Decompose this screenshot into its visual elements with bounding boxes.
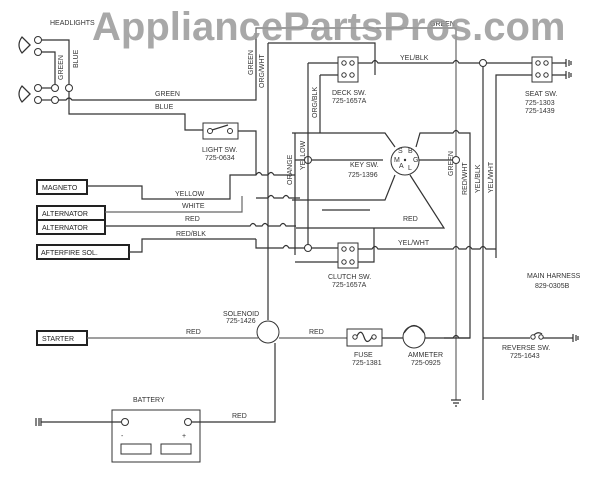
watermark: AppliancePartsPros.com — [92, 5, 566, 49]
wire-blue-headlight — [41, 39, 70, 84]
light-sw-label: LIGHT SW. — [202, 147, 237, 154]
battery-neg: - — [121, 433, 124, 440]
svg-text:G: G — [413, 157, 418, 164]
reverse-switch — [530, 334, 536, 340]
seat-sw-label: SEAT SW. — [525, 91, 557, 98]
headlights-label: HEADLIGHTS — [50, 20, 95, 27]
deck-sw-label: DECK SW. — [332, 90, 366, 97]
clutch-switch — [337, 242, 359, 269]
wire-yel-blk-top — [358, 59, 480, 64]
fuse-label: FUSE — [354, 352, 373, 359]
label-red-sol: RED — [309, 329, 324, 336]
svg-text:MAGNETO: MAGNETO — [42, 185, 78, 192]
ammeter-part: 725-0925 — [411, 360, 441, 367]
seat-switch — [531, 56, 553, 83]
wire-white — [105, 196, 243, 213]
main-harness-part: 829-0305B — [535, 283, 570, 290]
seat-sw-part2: 725-1439 — [525, 108, 555, 115]
battery — [111, 409, 201, 463]
wire-yellow — [87, 171, 295, 200]
svg-text:S: S — [398, 148, 403, 155]
label-blue-h: BLUE — [155, 104, 174, 111]
label-green-top: GREEN — [430, 21, 455, 28]
magneto-box: MAGNETO — [36, 179, 88, 195]
wire-red-batt — [192, 343, 276, 423]
label-green-v: GREEN — [58, 55, 65, 80]
ground-icon — [451, 399, 461, 407]
wire-red-alt — [105, 222, 296, 227]
key-switch: M S B G L A — [390, 146, 420, 176]
key-sw-label: KEY SW. — [350, 162, 379, 169]
svg-text:ALTERNATOR: ALTERNATOR — [42, 211, 88, 218]
label-org-blk: ORG/BLK — [312, 87, 319, 118]
alternator2-box: ALTERNATOR — [36, 219, 106, 235]
key-sw-part: 725-1396 — [348, 172, 378, 179]
clutch-sw-label: CLUTCH SW. — [328, 274, 371, 281]
wire-yel-wht-v — [495, 74, 532, 258]
label-red-starter: RED — [186, 329, 201, 336]
clutch-sw-part: 725-1657A — [332, 282, 367, 289]
reverse-sw-label: REVERSE SW. — [502, 345, 550, 352]
deck-sw-part: 725-1657A — [332, 98, 367, 105]
svg-text:M: M — [394, 157, 400, 164]
ground-icon — [552, 59, 572, 67]
ground-icon — [543, 334, 579, 342]
seat-sw-part1: 725-1303 — [525, 100, 555, 107]
deck-switch — [337, 56, 359, 83]
light-switch — [202, 122, 239, 140]
main-harness-label: MAIN HARNESS — [527, 273, 581, 280]
label-yellow-h: YELLOW — [175, 191, 205, 198]
label-blue-v: BLUE — [73, 49, 80, 68]
label-org-wht: ORG/WHT — [259, 53, 266, 88]
headlight-upper — [18, 36, 42, 56]
ground-icon — [552, 71, 572, 79]
label-yel-blk-v: YEL/BLK — [475, 164, 482, 193]
label-red-key: RED — [403, 216, 418, 223]
svg-text:L: L — [408, 165, 412, 172]
solenoid — [256, 320, 280, 344]
headlight-lower — [18, 84, 73, 104]
wire-yel-wht-h — [358, 245, 496, 250]
fuse — [346, 328, 383, 347]
label-red-wht: RED/WHT — [462, 162, 469, 195]
battery-pos: + — [182, 433, 186, 440]
label-yel-blk-top: YEL/BLK — [400, 55, 429, 62]
reverse-sw-part: 725-1643 — [510, 353, 540, 360]
wire-red-blk — [129, 238, 256, 253]
svg-text:STARTER: STARTER — [42, 336, 74, 343]
label-green-r: GREEN — [448, 151, 455, 176]
label-yel-wht-v: YEL/WHT — [488, 161, 495, 193]
ammeter-label: AMMETER — [408, 352, 443, 359]
solenoid-label: SOLENOID — [223, 311, 259, 318]
wire-org-wht — [268, 42, 376, 75]
wire-green-top — [255, 27, 457, 400]
label-red-alt: RED — [185, 216, 200, 223]
battery-label: BATTERY — [133, 397, 165, 404]
wire-green-headlight — [41, 51, 56, 84]
afterfire-sol-box: AFTERFIRE SOL. — [36, 244, 130, 260]
label-white: WHITE — [182, 203, 205, 210]
label-orange: ORANGE — [287, 154, 294, 185]
label-green-h: GREEN — [155, 91, 180, 98]
starter-box: STARTER — [36, 330, 88, 346]
svg-text:ALTERNATOR: ALTERNATOR — [42, 225, 88, 232]
light-sw-part: 725-0634 — [205, 155, 235, 162]
wire-blue-h — [68, 91, 203, 131]
svg-text:B: B — [408, 148, 413, 155]
label-yellow-v: YELLOW — [300, 140, 307, 170]
svg-text:AFTERFIRE SOL.: AFTERFIRE SOL. — [41, 250, 98, 257]
svg-text:A: A — [399, 163, 404, 170]
alternator1-box: ALTERNATOR — [36, 205, 106, 221]
ammeter — [402, 324, 426, 349]
fuse-part: 725-1381 — [352, 360, 382, 367]
label-yel-wht-h: YEL/WHT — [398, 240, 430, 247]
ground-icon — [35, 418, 42, 426]
solenoid-part: 725-1426 — [226, 318, 256, 325]
label-red-batt: RED — [232, 413, 247, 420]
label-green-top-v: GREEN — [248, 50, 255, 75]
label-red-blk: RED/BLK — [176, 231, 206, 238]
